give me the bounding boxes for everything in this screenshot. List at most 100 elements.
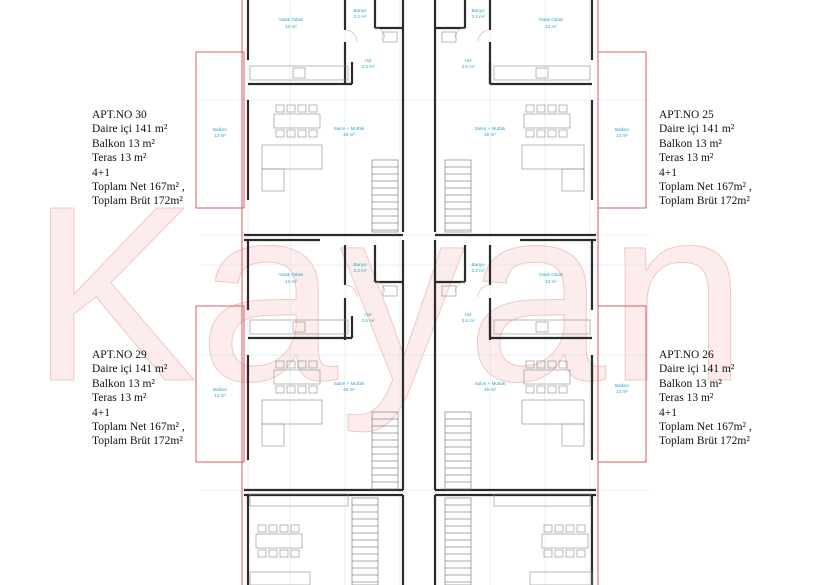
room-label-salon-3: Salon + Mutfak — [334, 381, 365, 386]
chair — [279, 524, 289, 533]
chair — [525, 104, 535, 113]
total-net: Toplam Net 167m² , — [92, 421, 185, 434]
room-labels: Yatak Odası 12 m² Yatak Odası 12 m² Bany… — [213, 8, 629, 398]
room-area-salon-2: 45 m² — [484, 132, 496, 137]
room-label-hol-4: Hol — [465, 312, 472, 317]
room-area-salon-3: 45 m² — [343, 387, 355, 392]
doors — [344, 27, 491, 298]
chair — [286, 104, 296, 113]
room-label-yatak-2: Yatak Odası — [539, 17, 564, 22]
total-net: Toplam Net 167m² , — [659, 181, 752, 194]
stair-flight — [444, 159, 472, 233]
interior-area: Daire içi 141 m² — [92, 363, 168, 376]
chair — [279, 549, 289, 558]
room-label-yatak-1: Yatak Odası — [279, 17, 304, 22]
room-count: 4+1 — [659, 406, 677, 419]
room-area-yatak-1: 12 m² — [285, 24, 297, 29]
chair — [297, 360, 307, 369]
chair — [275, 129, 285, 138]
balcony-area: Balkon 13 m² — [92, 377, 155, 390]
apartment-info-26: APT.NO 26 Daire içi 141 m² Balkon 13 m² … — [659, 348, 752, 449]
chair — [565, 549, 575, 558]
stair-flight — [371, 411, 399, 491]
room-area-balkon-3: 13 m² — [214, 393, 226, 398]
interior-area: Daire içi 141 m² — [92, 123, 168, 136]
stair-flight — [371, 159, 399, 233]
chair — [547, 104, 557, 113]
kitchen-counters — [249, 65, 591, 507]
terrace-area: Teras 13 m² — [92, 152, 147, 165]
chair — [543, 549, 553, 558]
chair — [308, 360, 318, 369]
chair — [536, 104, 546, 113]
room-label-yatak-3: Yatak Odası — [279, 272, 304, 277]
apartment-number: APT.NO 29 — [92, 349, 147, 361]
room-label-balkon-4: Balkon — [615, 383, 629, 388]
room-area-salon-4: 45 m² — [484, 387, 496, 392]
chair — [558, 104, 568, 113]
chair — [558, 385, 568, 394]
chair — [543, 524, 553, 533]
chair — [275, 104, 285, 113]
room-area-yatak-4: 12 m² — [545, 279, 557, 284]
chair — [547, 129, 557, 138]
apartment-number: APT.NO 26 — [659, 349, 714, 361]
chair — [308, 385, 318, 394]
terrace-area: Teras 13 m² — [659, 392, 714, 405]
room-label-banyo-1: Banyo — [353, 8, 366, 13]
room-label-banyo-2: Banyo — [471, 8, 484, 13]
chair — [565, 524, 575, 533]
chair — [297, 129, 307, 138]
chair — [286, 129, 296, 138]
room-label-balkon-3: Balkon — [213, 387, 227, 392]
chair — [257, 549, 267, 558]
room-label-salon-4: Salon + Mutfak — [475, 381, 506, 386]
room-area-banyo-2: 3.2 m² — [471, 14, 484, 19]
chair — [268, 549, 278, 558]
total-gross: Toplam Brüt 172m² — [92, 435, 183, 448]
chair — [257, 524, 267, 533]
chair — [576, 524, 586, 533]
room-label-salon-2: Salon + Mutfak — [475, 126, 506, 131]
chair — [536, 385, 546, 394]
chair — [536, 129, 546, 138]
balcony-area: Balkon 13 m² — [659, 377, 722, 390]
chair — [308, 129, 318, 138]
room-label-hol-3: Hol — [365, 312, 372, 317]
chair — [558, 360, 568, 369]
dining-sets — [255, 113, 589, 549]
apartment-info-25: APT.NO 25 Daire içi 141 m² Balkon 13 m² … — [659, 108, 752, 209]
room-area-hol-4: 3.5 m² — [461, 318, 474, 323]
room-area-banyo-1: 3.2 m² — [353, 14, 366, 19]
chair — [547, 385, 557, 394]
sofas — [249, 144, 593, 585]
room-area-banyo-4: 3.2 m² — [471, 268, 484, 273]
chair — [286, 360, 296, 369]
room-area-salon-1: 45 m² — [343, 132, 355, 137]
room-label-hol-1: Hol — [365, 58, 372, 63]
room-area-hol-2: 3.5 m² — [461, 64, 474, 69]
chair — [554, 524, 564, 533]
bathroom-fixtures — [382, 31, 457, 297]
balcony-area: Balkon 13 m² — [92, 137, 155, 150]
room-label-banyo-4: Banyo — [471, 262, 484, 267]
total-gross: Toplam Brüt 172m² — [92, 195, 183, 208]
chair — [268, 524, 278, 533]
chair — [286, 385, 296, 394]
room-area-balkon-1: 13 m² — [214, 133, 226, 138]
chair — [275, 385, 285, 394]
chair — [525, 360, 535, 369]
total-gross: Toplam Brüt 172m² — [659, 435, 750, 448]
stair-flight — [444, 497, 472, 585]
chair — [290, 524, 300, 533]
total-net: Toplam Net 167m² , — [92, 181, 185, 194]
apartment-number: APT.NO 30 — [92, 109, 147, 121]
room-label-yatak-4: Yatak Odası — [539, 272, 564, 277]
interior-area: Daire içi 141 m² — [659, 363, 735, 376]
room-count: 4+1 — [92, 406, 110, 419]
room-label-balkon-2: Balkon — [615, 127, 629, 132]
room-area-balkon-2: 13 m² — [616, 133, 628, 138]
stairs — [351, 159, 472, 585]
chair — [558, 129, 568, 138]
